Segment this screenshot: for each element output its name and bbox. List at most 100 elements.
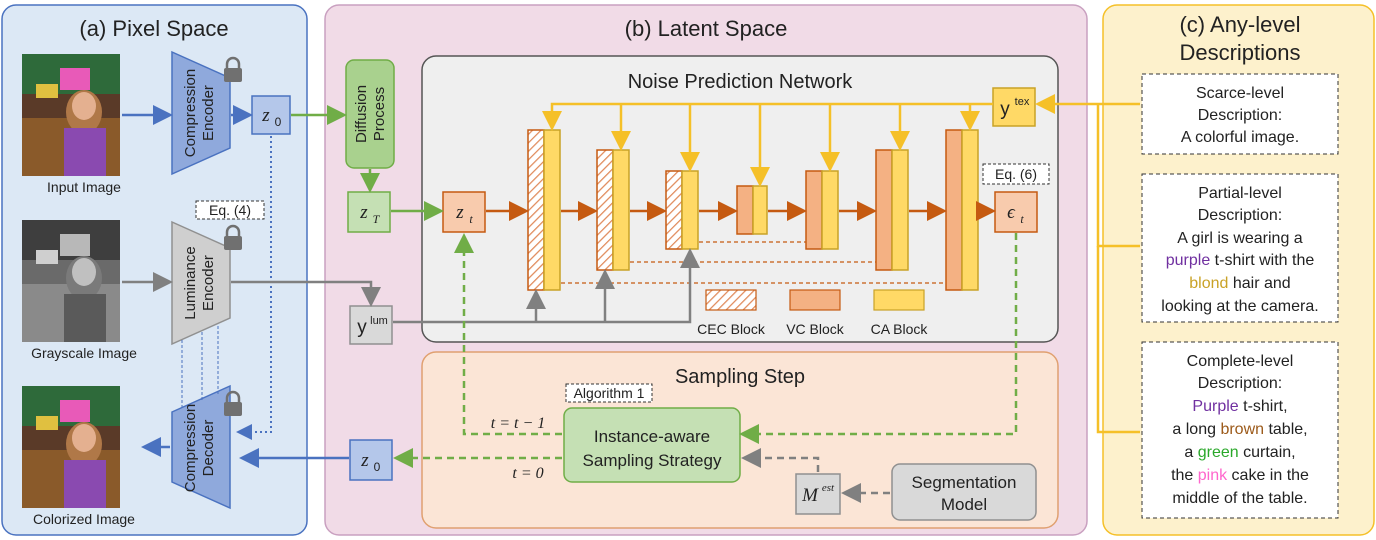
- partial-line-6: looking at the camera.: [1161, 298, 1318, 315]
- unet-block-1: [527, 129, 561, 291]
- unet-block-4: [736, 185, 768, 235]
- algorithm-box: [565, 383, 653, 403]
- complete-line-5-start: a: [1184, 444, 1197, 461]
- mask-arrows: [741, 448, 890, 503]
- partial-line-5-rest: hair and: [1228, 275, 1290, 292]
- eq6-label: Eq. (6): [995, 166, 1037, 182]
- color-word-purple: Purple: [1192, 398, 1238, 415]
- input-image: [22, 54, 120, 176]
- descriptions-title-line1: (c) Any-level: [1179, 12, 1300, 37]
- zt-label: z: [455, 202, 464, 223]
- texture-arrows: [542, 102, 993, 187]
- partial-description-box: [1141, 173, 1339, 323]
- sampling-title: Sampling Step: [675, 366, 805, 388]
- mest-box: [795, 473, 841, 515]
- eps-label: ϵ: [1007, 202, 1016, 223]
- arrow: [236, 136, 272, 440]
- complete-line-3-rest: t-shirt,: [1239, 398, 1288, 415]
- complete-line-6-start: the: [1171, 467, 1198, 484]
- luminance-encoder: [171, 220, 231, 346]
- input-image-label: Input Image: [47, 179, 121, 195]
- color-word-purple: purple: [1166, 252, 1211, 269]
- mest-label: M: [801, 485, 819, 506]
- lock-icon: [224, 56, 242, 82]
- unet-block-6: [875, 149, 909, 271]
- z0-output-box: [349, 439, 393, 481]
- partial-line-1: Partial-level: [1198, 185, 1282, 202]
- pixel-space-title: (a) Pixel Space: [79, 16, 228, 41]
- eq6-box: [982, 163, 1050, 185]
- scarce-line-2: Description:: [1198, 107, 1282, 124]
- unet-block-7: [945, 129, 979, 291]
- complete-line-4: a long brown table,: [1172, 421, 1307, 438]
- strategy-label-1: Instance-aware: [594, 427, 710, 446]
- complete-line-1: Complete-level: [1187, 353, 1294, 370]
- lock-icon: [224, 390, 242, 416]
- complete-line-6: the pink cake in the: [1171, 467, 1309, 484]
- unet-block-2: [596, 149, 630, 271]
- partial-line-3: A girl is wearing a: [1177, 230, 1302, 247]
- sampling-arrows: [393, 233, 1018, 468]
- colorized-image-label: Colorized Image: [33, 511, 135, 527]
- eq4-box: [195, 200, 265, 220]
- partial-line-5: blond hair and: [1189, 275, 1290, 292]
- compression-decoder-label-1: Compression: [182, 404, 199, 492]
- eps-box: [994, 191, 1038, 233]
- unet-block-5: [805, 170, 839, 250]
- legend-cec-label: CEC Block: [697, 321, 766, 337]
- t-update-label: t = t − 1: [491, 415, 545, 432]
- legend-vc-swatch: [789, 289, 841, 311]
- scarce-description-box: [1141, 73, 1339, 155]
- segmentation-model-box: [891, 463, 1037, 521]
- scarce-line-1: Scarce-level: [1196, 85, 1284, 102]
- mest-superscript: est: [822, 482, 835, 494]
- zT-subscript: T: [373, 212, 381, 226]
- ytex-label: y: [1000, 99, 1010, 120]
- scarce-line-3: A colorful image.: [1181, 129, 1299, 146]
- segmentation-label-1: Segmentation: [912, 473, 1017, 492]
- z0-output-label: z: [360, 450, 369, 471]
- color-word-blond: blond: [1189, 275, 1228, 292]
- arrow: [231, 280, 381, 307]
- z0-label: z: [261, 105, 270, 126]
- zT-label: z: [359, 202, 368, 223]
- skip-connections: [561, 241, 946, 284]
- z0-subscript: 0: [275, 115, 282, 129]
- descriptions-title-line2: Descriptions: [1179, 40, 1300, 65]
- zT-box: [347, 191, 391, 233]
- instance-aware-sampling-strategy: [563, 407, 741, 483]
- algorithm-label: Algorithm 1: [574, 385, 645, 401]
- ylum-label: y: [357, 317, 367, 338]
- description-arrows: [1035, 94, 1140, 434]
- color-word-green: green: [1198, 444, 1239, 461]
- legend-vc-label: VC Block: [786, 321, 845, 337]
- grayscale-image: [22, 220, 120, 342]
- color-word-brown: brown: [1220, 421, 1264, 438]
- legend-ca-swatch: [873, 289, 925, 311]
- segmentation-label-2: Model: [941, 495, 987, 514]
- zt-box: [442, 191, 486, 233]
- z0-box: [251, 95, 291, 135]
- compression-decoder-label-2: Decoder: [200, 420, 217, 477]
- zt-subscript: t: [469, 212, 473, 226]
- legend-cec-swatch: [705, 289, 757, 311]
- complete-line-4-rest: table,: [1264, 421, 1308, 438]
- eq4-label: Eq. (4): [209, 202, 251, 218]
- diffusion-label-1: Diffusion: [353, 85, 370, 143]
- complete-line-6-rest: cake in the: [1227, 467, 1309, 484]
- complete-line-5: a green curtain,: [1184, 444, 1295, 461]
- diffusion-label-2: Process: [371, 87, 388, 141]
- complete-line-7: middle of the table.: [1172, 490, 1307, 507]
- complete-description-box: [1141, 341, 1339, 519]
- luminance-arrows: [393, 248, 700, 324]
- t-zero-label: t = 0: [512, 465, 543, 482]
- partial-line-4: purple t-shirt with the: [1166, 252, 1315, 269]
- compression-encoder: [171, 50, 231, 176]
- color-word-pink: pink: [1198, 467, 1228, 484]
- strategy-label-2: Sampling Strategy: [583, 451, 722, 470]
- complete-line-3: Purple t-shirt,: [1192, 398, 1287, 415]
- latent-space-title: (b) Latent Space: [625, 16, 788, 41]
- ylum-box: [349, 305, 393, 345]
- luminance-encoder-label-1: Luminance: [182, 246, 199, 319]
